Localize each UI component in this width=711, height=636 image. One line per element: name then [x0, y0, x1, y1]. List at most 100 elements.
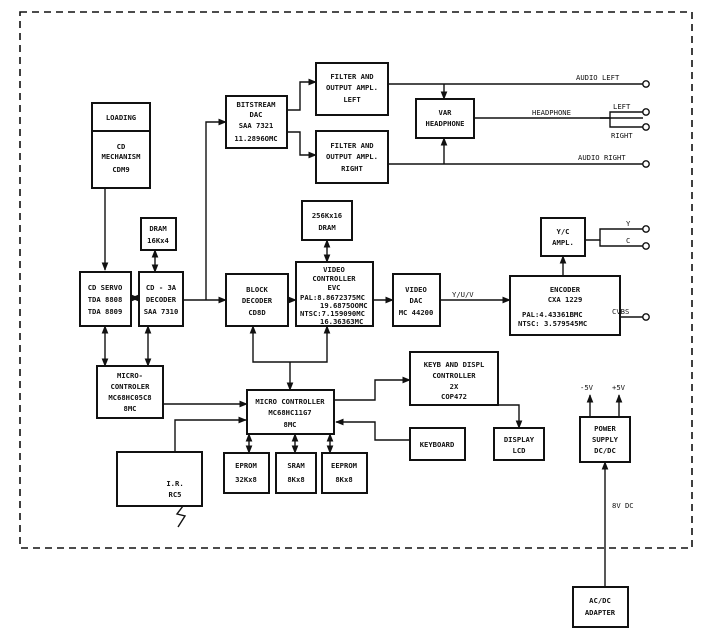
block-loading: LOADING CD MECHANISM CDM9: [91, 102, 151, 189]
block-loading-text: LOADING: [106, 113, 136, 122]
svg-text:BLOCK: BLOCK: [246, 285, 268, 294]
svg-text:PAL:8.8672375MC: PAL:8.8672375MC: [300, 293, 365, 302]
svg-text:DECODER: DECODER: [146, 295, 177, 304]
signal-8v-dc: 8V DC: [612, 501, 634, 510]
block-bitstream-dac: BITSTREAM DAC SAA 7321 11.2896OMC: [225, 95, 288, 149]
svg-text:2X: 2X: [450, 382, 459, 391]
svg-text:I.R.: I.R.: [166, 479, 183, 488]
svg-text:8MC: 8MC: [284, 420, 297, 429]
block-block-decoder: BLOCK DECODER CD8D: [225, 273, 289, 327]
enclosure-border: [19, 11, 693, 549]
svg-text:EPROM: EPROM: [235, 461, 257, 470]
svg-text:CONTROLLER: CONTROLLER: [312, 274, 356, 283]
signal-audio-right: AUDIO RIGHT: [578, 153, 626, 162]
svg-text:32Kx8: 32Kx8: [235, 475, 257, 484]
svg-text:OUTPUT AMPL.: OUTPUT AMPL.: [326, 152, 378, 161]
svg-text:MC68HC05C8: MC68HC05C8: [108, 393, 151, 402]
signal-left: LEFT: [613, 102, 631, 111]
svg-text:PAL:4.43361BMC: PAL:4.43361BMC: [522, 310, 583, 319]
svg-text:TDA 8809: TDA 8809: [88, 307, 123, 316]
svg-text:11.2896OMC: 11.2896OMC: [234, 134, 277, 143]
svg-text:8Kx8: 8Kx8: [287, 475, 304, 484]
svg-text:MICRO-: MICRO-: [117, 371, 143, 380]
svg-text:COP472: COP472: [441, 392, 467, 401]
svg-text:ADAPTER: ADAPTER: [585, 608, 616, 617]
svg-text:HEADPHONE: HEADPHONE: [426, 119, 465, 128]
svg-text:MICRO CONTROLLER: MICRO CONTROLLER: [255, 397, 325, 406]
svg-text:SRAM: SRAM: [287, 461, 305, 470]
block-sram: SRAM 8Kx8: [275, 452, 317, 494]
block-power-supply: POWER SUPPLY DC/DC: [579, 416, 631, 463]
block-eeprom: EEPROM 8Kx8: [321, 452, 368, 494]
svg-text:NTSC:7.159090MC: NTSC:7.159090MC: [300, 309, 365, 318]
block-display: DISPLAY LCD: [493, 427, 545, 461]
svg-text:KEYBOARD: KEYBOARD: [420, 440, 455, 449]
svg-text:CD SERVO: CD SERVO: [88, 283, 123, 292]
block-keyb-displ-controller: KEYB AND DISPL CONTROLLER 2X COP472: [409, 351, 499, 406]
block-acdc-adapter: AC/DC ADAPTER: [572, 586, 629, 628]
svg-text:SAA 7310: SAA 7310: [144, 307, 179, 316]
svg-text:ENCODER: ENCODER: [550, 285, 581, 294]
output-terminals: [642, 80, 650, 321]
block-cd-decoder: CD - 3A DECODER SAA 7310: [138, 271, 184, 327]
svg-text:AMPL.: AMPL.: [552, 238, 574, 247]
signal-yuv: Y/U/V: [452, 290, 474, 299]
svg-text:DAC: DAC: [250, 110, 263, 119]
svg-text:CD: CD: [117, 142, 126, 151]
svg-text:DRAM: DRAM: [318, 223, 336, 232]
svg-text:19.6875OOMC: 19.6875OOMC: [320, 301, 368, 310]
svg-text:FILTER AND: FILTER AND: [330, 141, 373, 150]
block-micro-controller-left: MICRO- CONTROLER MC68HC05C8 8MC: [96, 365, 164, 419]
svg-text:CD - 3A: CD - 3A: [146, 283, 177, 292]
svg-text:TDA 8808: TDA 8808: [88, 295, 123, 304]
svg-text:POWER: POWER: [594, 424, 616, 433]
svg-text:VAR: VAR: [439, 108, 453, 117]
svg-text:DAC: DAC: [410, 296, 423, 305]
signal-audio-left: AUDIO LEFT: [576, 73, 620, 82]
block-filter-right: FILTER AND OUTPUT AMPL. RIGHT: [315, 130, 389, 184]
svg-text:CXA 1229: CXA 1229: [548, 295, 583, 304]
svg-text:BITSTREAM: BITSTREAM: [237, 100, 277, 109]
svg-text:Y/C: Y/C: [557, 227, 570, 236]
signal-headphone: HEADPHONE: [532, 108, 571, 117]
svg-text:VIDEO: VIDEO: [323, 265, 345, 274]
svg-text:EVC: EVC: [328, 283, 341, 292]
svg-text:CONTROLER: CONTROLER: [111, 382, 151, 391]
svg-text:MC 44200: MC 44200: [399, 308, 434, 317]
svg-text:8Kx8: 8Kx8: [335, 475, 352, 484]
block-keyboard: KEYBOARD: [409, 427, 466, 461]
block-filter-left: FILTER AND OUTPUT AMPL. LEFT: [315, 62, 389, 116]
svg-text:SAA 7321: SAA 7321: [239, 121, 274, 130]
block-dram-16k: DRAM 16Kx4: [140, 217, 177, 251]
svg-text:256Kx16: 256Kx16: [312, 211, 342, 220]
svg-text:CDM9: CDM9: [112, 165, 129, 174]
signal-plus5v: +5V: [612, 383, 626, 392]
signal-minus5v: -5V: [580, 383, 594, 392]
svg-text:OUTPUT AMPL.: OUTPUT AMPL.: [326, 83, 378, 92]
svg-text:DC/DC: DC/DC: [594, 446, 616, 455]
svg-text:MECHANISM: MECHANISM: [102, 152, 142, 161]
svg-text:LCD: LCD: [513, 446, 526, 455]
block-video-dac: VIDEO DAC MC 44200: [392, 273, 441, 327]
svg-text:VIDEO: VIDEO: [405, 285, 427, 294]
block-cd-servo: CD SERVO TDA 8808 TDA 8809: [79, 271, 132, 327]
svg-text:AC/DC: AC/DC: [589, 596, 611, 605]
svg-text:RIGHT: RIGHT: [341, 164, 363, 173]
svg-text:KEYB AND DISPL: KEYB AND DISPL: [424, 360, 485, 369]
svg-text:8MC: 8MC: [124, 404, 137, 413]
svg-text:SUPPLY: SUPPLY: [592, 435, 619, 444]
block-micro-controller-main: MICRO CONTROLLER MC68HC11G7 8MC: [246, 389, 335, 435]
svg-text:DISPLAY: DISPLAY: [504, 435, 535, 444]
signal-c: C: [626, 236, 630, 245]
signal-cvbs: CVBS: [612, 307, 629, 316]
svg-text:DECODER: DECODER: [242, 296, 273, 305]
block-yc-ampl: Y/C AMPL.: [540, 217, 586, 257]
block-ir-receiver: I.R. RC5: [116, 451, 203, 507]
svg-text:MC68HC11G7: MC68HC11G7: [268, 408, 311, 417]
svg-text:16Kx4: 16Kx4: [147, 236, 169, 245]
svg-text:NTSC: 3.579545MC: NTSC: 3.579545MC: [518, 319, 587, 328]
svg-text:16.36363MC: 16.36363MC: [320, 317, 363, 326]
svg-text:FILTER AND: FILTER AND: [330, 72, 373, 81]
signal-right: RIGHT: [611, 131, 633, 140]
